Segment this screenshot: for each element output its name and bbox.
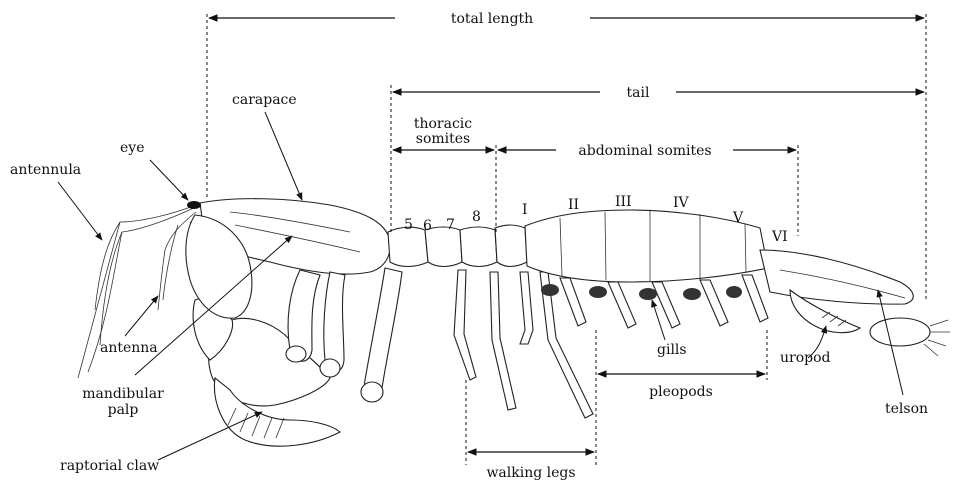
thoracic-number: 6 xyxy=(423,218,432,234)
abdomen-drawing xyxy=(525,210,768,282)
mandibular-palp-label-line2: palp xyxy=(108,402,139,418)
thoracic-number: 7 xyxy=(446,217,455,233)
carapace-leader xyxy=(265,112,302,200)
thoracic-number: 5 xyxy=(404,217,413,233)
abdominal-numeral: V xyxy=(732,210,744,226)
raptorial-claw-label: raptorial claw xyxy=(60,458,159,474)
abdominal-numeral: IV xyxy=(673,195,690,211)
raptorial-claw-drawing xyxy=(193,299,340,446)
gills-label: gills xyxy=(657,342,687,358)
eye-label: eye xyxy=(120,140,144,156)
abdominal-numeral: I xyxy=(522,202,528,218)
thoracic-somites-label-line2: somites xyxy=(416,131,470,147)
eye-leader xyxy=(150,160,188,200)
abdominal-numeral: III xyxy=(615,194,632,210)
total-length-label: total length xyxy=(451,11,533,27)
carapace-drawing xyxy=(186,199,390,319)
pleopods-drawing xyxy=(541,275,768,328)
thoracic-somites-label-line1: thoracic xyxy=(414,116,472,132)
uropod-label: uropod xyxy=(780,350,831,366)
antenna-leader xyxy=(125,296,158,336)
tail-label: tail xyxy=(627,85,650,101)
antennula-leader xyxy=(58,182,102,240)
tail-fan-drawing xyxy=(760,250,950,356)
mandibular-palp-label-line1: mandibular xyxy=(82,386,164,402)
thoracic-number: 8 xyxy=(472,209,481,225)
abdominal-numeral: VI xyxy=(771,229,788,245)
antenna-label: antenna xyxy=(100,340,158,356)
abdominal-somites-label: abdominal somites xyxy=(578,143,711,159)
antennula-label: antennula xyxy=(10,162,81,178)
telson-label: telson xyxy=(885,401,928,417)
carapace-label: carapace xyxy=(232,92,297,108)
walking-legs-label: walking legs xyxy=(486,465,575,481)
pleopods-label: pleopods xyxy=(649,384,713,400)
abdominal-numeral: II xyxy=(568,197,579,213)
shrimp-drawing xyxy=(78,199,950,447)
